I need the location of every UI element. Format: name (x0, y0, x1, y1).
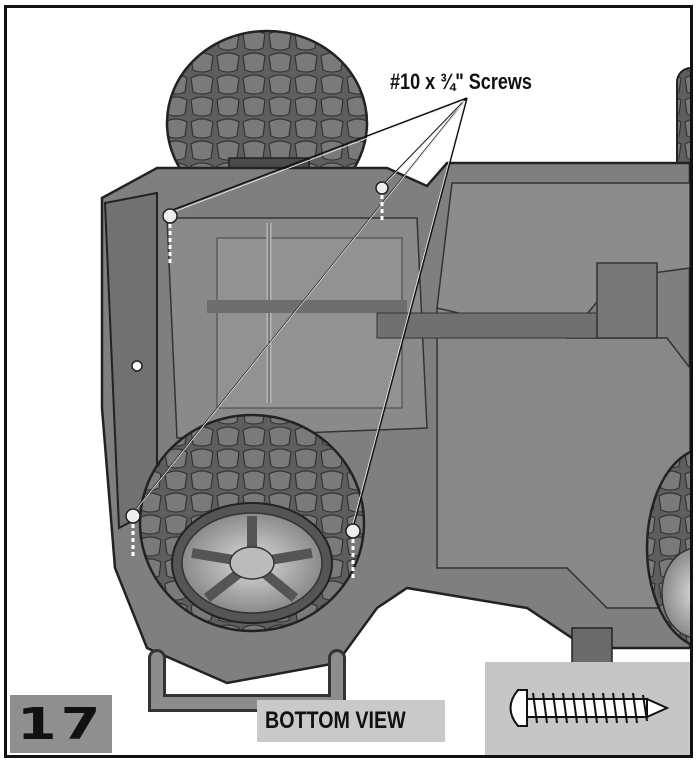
screw-rear-right (345, 523, 361, 580)
instruction-panel: #10 x ¾" Screws 17 BOTTOM VIEW (4, 5, 693, 758)
screw-front-right (375, 181, 389, 220)
screw-callout-label: #10 x ¾" Screws (390, 69, 532, 94)
step-number-box: 17 (10, 695, 112, 753)
hardware-panel (485, 662, 690, 755)
screw-icon (509, 689, 670, 727)
vehicle-bottom-view-illustration (100, 29, 690, 712)
step-number: 17 (17, 698, 105, 750)
view-label-box: BOTTOM VIEW (257, 700, 445, 742)
bottom-left-wheel (138, 413, 366, 633)
screw-front-left (162, 208, 178, 263)
bottom-right-wheel (645, 450, 690, 646)
view-label: BOTTOM VIEW (265, 707, 406, 734)
screw-rear-left (125, 508, 141, 558)
